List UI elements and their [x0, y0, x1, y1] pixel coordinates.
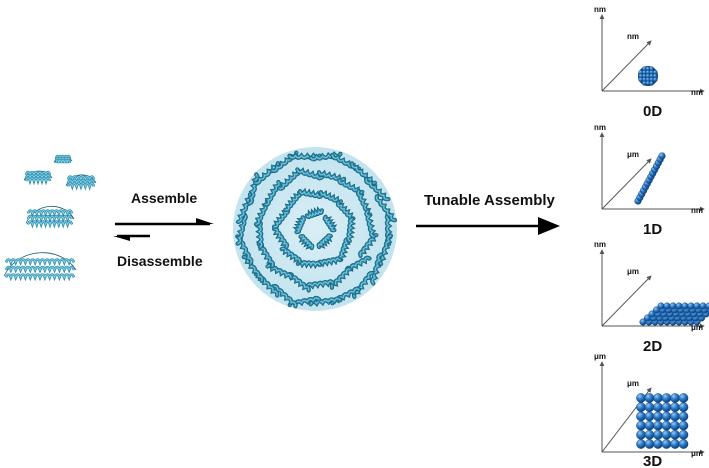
- sphere-assembly-1d: [634, 152, 666, 205]
- assemble-label: Assemble: [131, 190, 197, 206]
- axis-label-x: nm: [691, 206, 703, 215]
- subunit-5: [3, 252, 77, 282]
- axis-label-x: μm: [691, 449, 703, 458]
- protein-cage-nanoparticle: [233, 147, 398, 311]
- dimension-label: 0D: [643, 103, 662, 120]
- axis-label-depth: μm: [627, 267, 639, 276]
- axis-label-y: nm: [594, 123, 606, 132]
- protein-subunits-cluster: [3, 154, 97, 282]
- panel-0d: nm nm nm 0D: [594, 5, 705, 120]
- axis-label-depth: μm: [627, 379, 639, 388]
- axis-label-y: nm: [594, 5, 606, 14]
- disassemble-label: Disassemble: [117, 253, 203, 269]
- assemble-arrow: [115, 218, 214, 226]
- tunable-assembly-arrow: [416, 217, 560, 235]
- cage-core: [233, 147, 397, 311]
- sphere-assembly-3d: [636, 393, 689, 449]
- axis-label-x: nm: [691, 88, 703, 97]
- dimension-label: 2D: [643, 338, 662, 355]
- subunit-4: [25, 205, 75, 229]
- panel-3d: μm μm μm 3D: [594, 352, 705, 468]
- dimension-panels: nm nm nm 0D nm μm nm 1D nm μm μm 2D μm μm μm 3D: [594, 5, 709, 468]
- axis-label-depth: μm: [627, 150, 639, 159]
- subunit-3: [65, 174, 97, 191]
- dimension-label: 1D: [643, 221, 662, 238]
- dimension-label: 3D: [643, 453, 662, 468]
- axis-label-x: μm: [691, 323, 703, 332]
- axis-label-y: μm: [594, 352, 606, 361]
- sphere-assembly-2d: [639, 302, 709, 326]
- sphere-assembly-0d: [638, 66, 658, 86]
- axis-label-depth: nm: [627, 32, 639, 41]
- subunit-2: [23, 170, 53, 186]
- axis-label-y: nm: [594, 240, 606, 249]
- subunit-1: [53, 154, 73, 164]
- panel-2d: nm μm μm 2D: [594, 240, 709, 355]
- tunable-assembly-label: Tunable Assembly: [424, 192, 556, 209]
- panel-1d: nm μm nm 1D: [594, 123, 705, 238]
- disassemble-arrow: [113, 234, 150, 241]
